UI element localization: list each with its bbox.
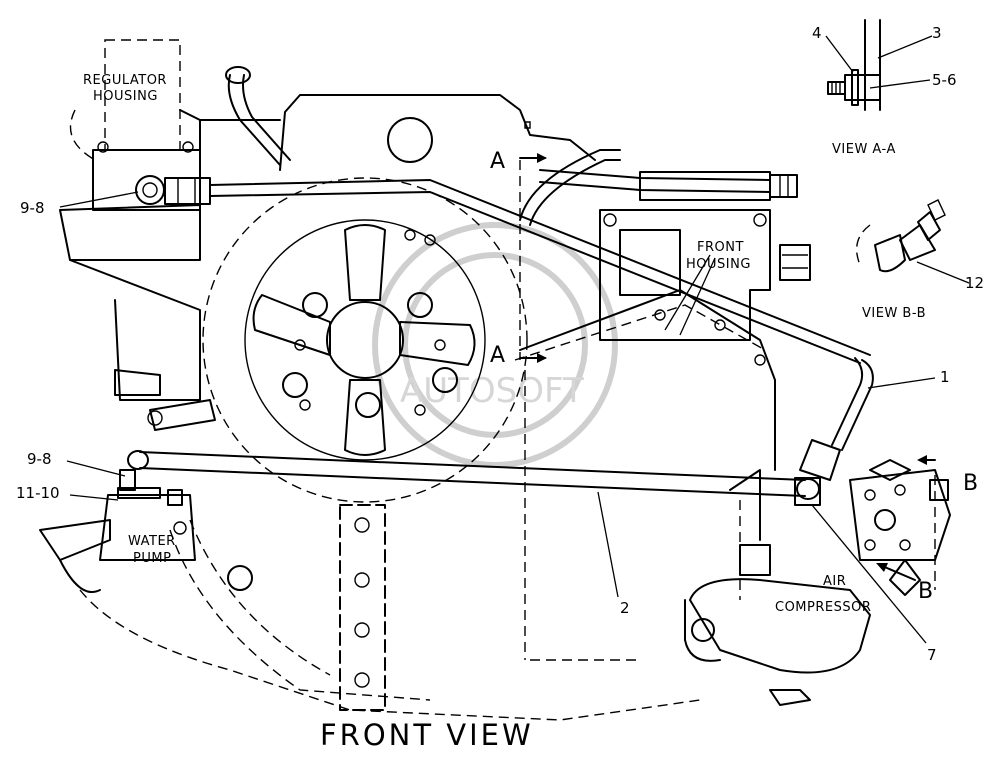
callout-12: 12 (965, 274, 984, 292)
timing-cover (514, 289, 776, 471)
regulator-housing (69, 39, 201, 211)
air-compressor-label-line1: AIR (823, 574, 846, 589)
view-b-b-detail (856, 199, 946, 273)
leader-lines (59, 35, 970, 644)
callout-1: 1 (940, 368, 950, 386)
watermark-logo: AUTOSOFT (372, 222, 618, 468)
pulley-bolt (282, 229, 458, 418)
upper-pipe (519, 149, 798, 226)
top-elbow-pipe (225, 66, 291, 166)
callout-7: 7 (927, 646, 937, 664)
tube-1 (209, 179, 874, 451)
section-line-b: B B (876, 455, 978, 604)
section-line-a: A A (490, 149, 547, 368)
callout-9-8-left: 9-8 (27, 450, 52, 468)
water-pump (99, 469, 196, 561)
front-housing-label-line1: FRONT (697, 240, 744, 255)
water-pump-label-line2: PUMP (133, 551, 171, 566)
section-a-bottom-label: A (490, 343, 505, 368)
air-compressor-label-line2: COMPRESSOR (775, 600, 871, 615)
tube-2 (127, 450, 820, 500)
regulator-housing-label-line2: HOUSING (93, 89, 158, 104)
callout-3: 3 (932, 24, 942, 42)
governor-block (849, 459, 951, 596)
engine-block (59, 94, 596, 431)
front-view-title: FRONT VIEW (320, 718, 534, 752)
regulator-housing-label-line1: REGULATOR (83, 73, 167, 88)
section-b-bottom-label: B (918, 579, 933, 604)
front-housing-label-line2: HOUSING (686, 257, 751, 272)
fitting-7 (794, 439, 841, 506)
callout-4: 4 (812, 24, 822, 42)
pulley (202, 177, 528, 503)
lower-engine-outline (39, 504, 701, 721)
callout-9-8-top: 9-8 (20, 199, 45, 217)
callout-5-6: 5-6 (932, 71, 957, 89)
view-b-b-label: VIEW B-B (862, 306, 926, 321)
callout-11-10: 11-10 (16, 484, 60, 502)
fitting-9-8-top (135, 175, 211, 205)
watermark-text: AUTOSOFT (400, 371, 584, 411)
water-pump-label-line1: WATER (128, 534, 176, 549)
section-b-top-label: B (963, 471, 978, 496)
callout-2: 2 (620, 599, 630, 617)
air-compressor (684, 469, 871, 706)
front-housing (599, 209, 811, 341)
section-a-top-label: A (490, 149, 505, 174)
view-a-a-detail (827, 19, 881, 111)
view-a-a-label: VIEW A-A (832, 142, 896, 157)
